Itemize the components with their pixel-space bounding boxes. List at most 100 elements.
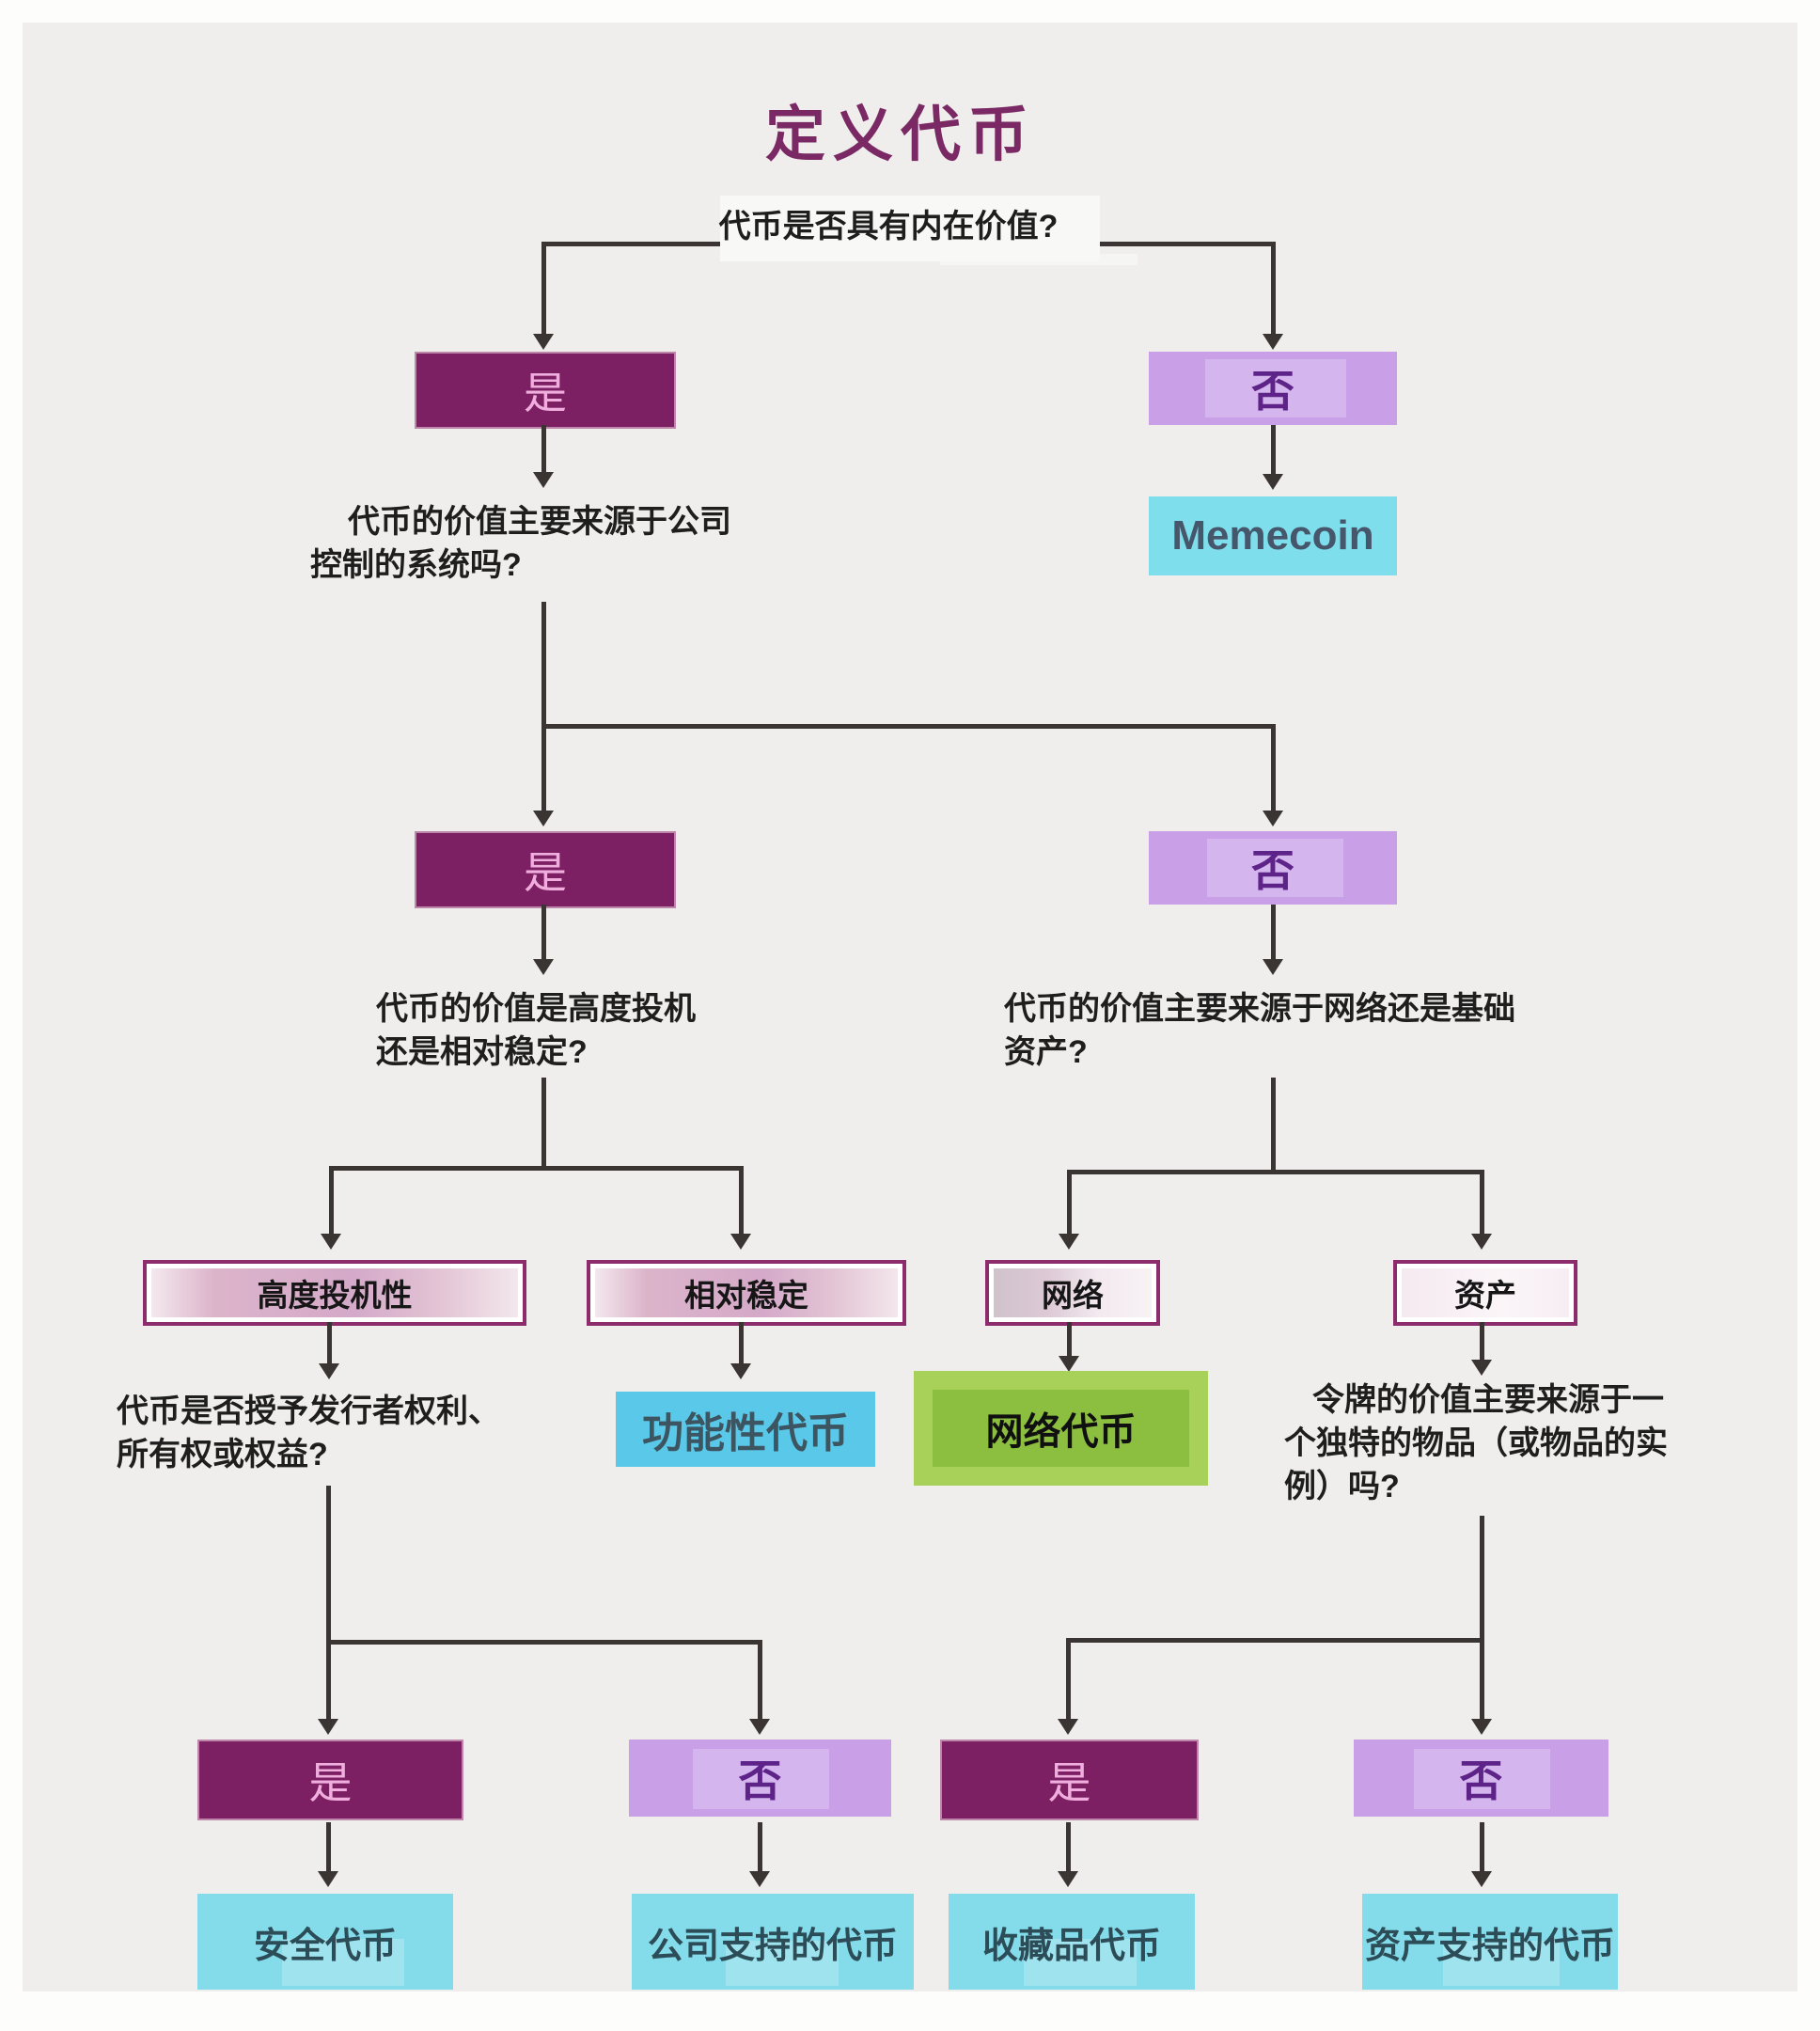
option-label: 网络: [1042, 1278, 1104, 1313]
connector-line: [1480, 1322, 1484, 1360]
arrowhead: [730, 1234, 751, 1250]
arrowhead: [533, 334, 554, 350]
outcome-memecoin: Memecoin: [1149, 496, 1397, 575]
yes-label: 是: [308, 1758, 353, 1807]
arrowhead: [533, 811, 554, 827]
question-line: 令牌的价值主要来源于一: [1312, 1382, 1664, 1418]
connector-line: [1271, 242, 1276, 334]
connector-line: [541, 242, 546, 334]
network-token-inner: 网络代币: [933, 1390, 1189, 1467]
outcome-utility-token: 功能性代币: [616, 1392, 875, 1467]
no-box-level2: 否: [1149, 831, 1397, 905]
connector-line: [1271, 1078, 1276, 1174]
arrowhead: [533, 959, 554, 975]
connector-line: [329, 1166, 334, 1234]
memecoin-label: Memecoin: [1171, 512, 1374, 559]
option-label: 高度投机性: [257, 1278, 413, 1313]
connector-line: [739, 1322, 744, 1363]
utility-token-label: 功能性代币: [642, 1410, 849, 1456]
connector-line: [1271, 425, 1276, 474]
arrowhead: [1263, 811, 1283, 827]
option-network: 网络: [985, 1260, 1160, 1326]
no-box-level1: 否: [1149, 352, 1397, 425]
smudge-artifact: [720, 196, 1100, 261]
connector-line: [326, 1486, 331, 1719]
connector-line: [326, 1640, 762, 1645]
question-line: 代币的价值主要来源于网络还是基础: [1004, 991, 1515, 1027]
arrowhead: [1471, 1234, 1492, 1250]
question-unique-item: 令牌的价值主要来源于一 个独特的物品（或物品的实 例）吗?: [1284, 1378, 1726, 1508]
yes-box-bottom-left: 是: [197, 1740, 463, 1820]
arrowhead: [730, 1363, 751, 1379]
option-asset: 资产: [1393, 1260, 1577, 1326]
asset-backed-token-label: 资产支持的代币: [1364, 1926, 1615, 1966]
outcome-collectible-token: 收藏品代币: [949, 1894, 1195, 1990]
connector-line: [541, 425, 546, 472]
question-line: 代币是否授予发行者权利、: [117, 1393, 500, 1429]
connector-line: [541, 1078, 546, 1171]
connector-line: [1271, 905, 1276, 959]
no-box-bottom-left: 否: [629, 1740, 891, 1817]
connector-line: [758, 1640, 762, 1719]
yes-label: 是: [1047, 1758, 1091, 1807]
arrowhead: [319, 1363, 339, 1379]
connector-line: [1067, 1170, 1484, 1174]
arrowhead: [1263, 959, 1283, 975]
no-label: 否: [1251, 846, 1294, 895]
arrowhead: [1263, 334, 1283, 350]
question-issuer-rights: 代币是否授予发行者权利、 所有权或权益?: [117, 1390, 568, 1476]
arrowhead: [533, 472, 554, 488]
yes-box-level2: 是: [415, 831, 676, 908]
connector-line: [1067, 1322, 1072, 1356]
smudge-artifact: [726, 1941, 839, 1986]
connector-line: [541, 905, 546, 959]
question-line: 代币的价值主要来源于公司: [348, 504, 731, 540]
option-relatively-stable: 相对稳定: [587, 1260, 906, 1326]
connector-line: [329, 1166, 743, 1171]
arrowhead: [1059, 1356, 1079, 1372]
arrowhead: [318, 1719, 338, 1735]
company-backed-token-label: 公司支持的代币: [647, 1926, 898, 1966]
outcome-company-backed-token: 公司支持的代币: [632, 1894, 914, 1990]
network-token-label: 网络代币: [985, 1411, 1137, 1453]
outcome-security-token: 安全代币: [197, 1894, 453, 1990]
option-highly-speculative: 高度投机性: [143, 1260, 526, 1326]
yes-box-level1: 是: [415, 352, 676, 429]
no-label: 否: [1251, 367, 1294, 416]
connector-line: [541, 602, 546, 729]
connector-line: [326, 1822, 331, 1871]
question-line: 控制的系统吗?: [310, 547, 522, 583]
connector-line: [1066, 1638, 1071, 1719]
arrowhead: [1471, 1871, 1492, 1887]
arrowhead: [1058, 1871, 1078, 1887]
connector-line: [541, 724, 546, 811]
connector-line: [1066, 1822, 1071, 1871]
smudge-artifact: [1207, 839, 1343, 897]
smudge-artifact: [940, 254, 1138, 265]
arrowhead: [749, 1871, 770, 1887]
connector-line: [327, 1322, 332, 1363]
arrowhead: [1471, 1360, 1492, 1376]
question-network-asset: 代币的价值主要来源于网络还是基础 资产?: [1004, 987, 1549, 1074]
yes-box-bottom-right: 是: [940, 1740, 1199, 1820]
outcome-asset-backed-token: 资产支持的代币: [1362, 1894, 1618, 1990]
arrowhead: [1471, 1719, 1492, 1735]
question-company-system: 代币的价值主要来源于公司 控制的系统吗?: [310, 500, 818, 587]
arrowhead: [1263, 474, 1283, 490]
no-label: 否: [738, 1756, 782, 1805]
question-line: 还是相对稳定?: [376, 1034, 588, 1070]
connector-line: [1480, 1170, 1484, 1234]
smudge-artifact: [1414, 1749, 1550, 1809]
arrowhead: [321, 1234, 341, 1250]
arrowhead: [318, 1871, 338, 1887]
connector-line: [1480, 1822, 1484, 1871]
yes-label: 是: [524, 369, 567, 417]
option-label: 资产: [1454, 1278, 1516, 1313]
page-title: 定义代币: [765, 101, 1036, 168]
yes-label: 是: [524, 848, 567, 897]
arrowhead: [1058, 1719, 1078, 1735]
question-speculative-stable: 代币的价值是高度投机 还是相对稳定?: [376, 987, 771, 1074]
question-root: 代币是否具有内在价值?: [718, 209, 1059, 244]
connector-line: [1271, 724, 1276, 811]
